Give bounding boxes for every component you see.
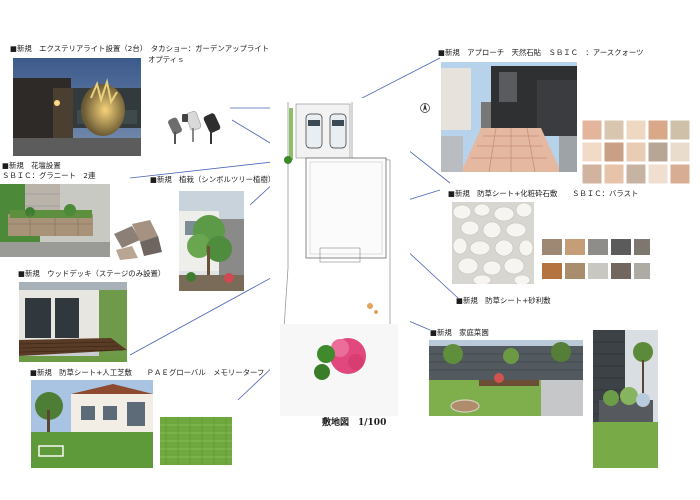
turf-swatch: [160, 417, 232, 465]
label-exterior-light-product: オプティｓ: [148, 55, 185, 64]
planter-photo: [0, 184, 110, 257]
label-exterior-light: ■新規 エクステリアライト設置（2台） タカショー：ガーデンアップライト: [10, 44, 270, 53]
vegetable-garden-photo: [429, 340, 583, 416]
label-vegetable-garden: ■新規 家庭菜園: [430, 328, 489, 337]
exterior-light-photo: [13, 58, 141, 156]
label-planter-product: ＳＢＩＣ：グラニート 2連: [2, 171, 96, 180]
granite-block-sample: [110, 216, 165, 260]
artificial-turf-photo: [31, 380, 153, 468]
label-weed-sheet-gravel: ■新規 防草シート+化粧砕石敷 ＳＢＩＣ：バラスト: [448, 189, 639, 198]
label-approach: ■新規 アプローチ 天然石貼 ＳＢＩＣ ：アースクォーツ: [438, 48, 644, 57]
approach-photo: [441, 62, 577, 172]
ballast-color-samples: [540, 235, 652, 285]
site-plan-drawing: [270, 98, 410, 418]
earth-quartz-stone-samples: [580, 118, 692, 188]
label-artificial-turf: ■新規 防草シート+人工芝敷 ＰＡＥグローバル メモリーターフ: [30, 368, 265, 377]
garden-bed-photo: [593, 330, 658, 468]
wood-deck-photo: [19, 282, 127, 362]
site-plan-title: 敷地図 1/100: [322, 418, 387, 428]
label-weed-sheet-sand: ■新規 防草シート+砂利敷: [456, 296, 551, 305]
label-symbol-tree: ■新規 植栽（シンボルツリー植樹）: [150, 175, 276, 184]
garden-uplight-product: [160, 104, 230, 148]
label-wood-deck: ■新規 ウッドデッキ（ステージのみ設置）: [18, 269, 166, 278]
label-planter: ■新規 花壇設置: [2, 161, 61, 170]
symbol-tree-photo: [179, 191, 244, 291]
ballast-gravel-photo: [452, 202, 534, 284]
north-arrow-icon: [420, 100, 430, 114]
